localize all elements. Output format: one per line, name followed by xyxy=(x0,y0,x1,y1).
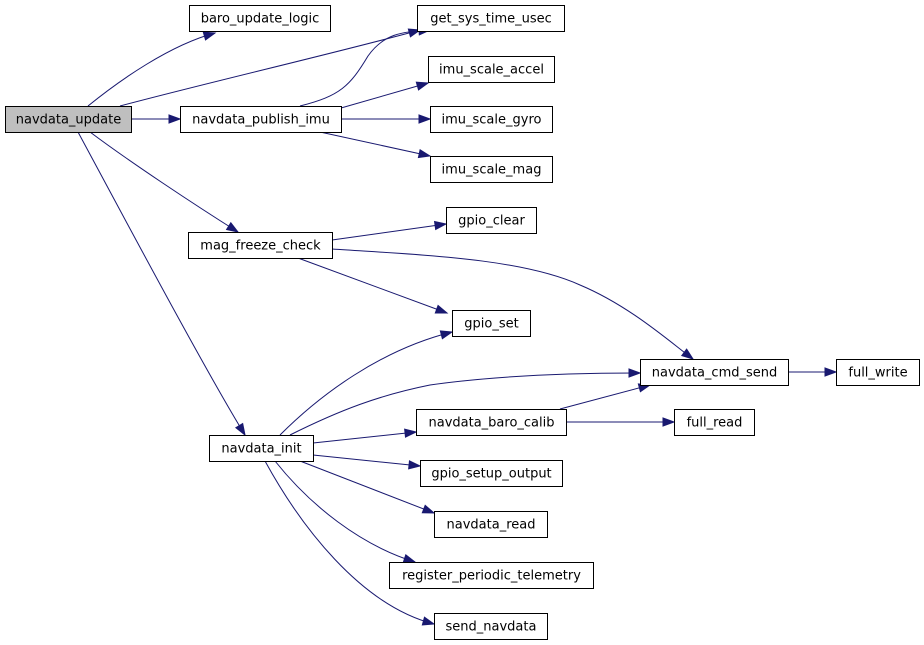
arrowhead-navdata_publish_imu-to-imu_scale_accel xyxy=(415,81,430,91)
arrowhead-navdata_update-to-mag_freeze_check xyxy=(225,221,240,233)
arrowhead-navdata_publish_imu-to-imu_scale_gyro xyxy=(418,114,432,124)
arrowhead-mag_freeze_check-to-gpio_clear xyxy=(433,220,448,231)
node-box xyxy=(434,511,548,538)
edge-navdata_baro_calib-to-navdata_cmd_send xyxy=(559,384,651,410)
arrowhead-navdata_update-to-navdata_publish_imu xyxy=(168,114,182,124)
node-full_read[interactable]: full_read xyxy=(674,409,755,436)
node-box xyxy=(420,460,563,487)
node-box xyxy=(189,5,331,32)
node-box xyxy=(434,613,548,640)
node-navdata_update[interactable]: navdata_update xyxy=(5,106,132,133)
node-box xyxy=(188,232,333,259)
arrowhead-navdata_init-to-gpio_setup_output xyxy=(408,460,422,470)
node-box xyxy=(452,310,531,337)
edge-navdata_update-to-baro_update_logic xyxy=(87,32,216,107)
node-label: gpio_clear xyxy=(458,214,525,229)
node-navdata_publish_imu[interactable]: navdata_publish_imu xyxy=(180,106,342,133)
node-label: mag_freeze_check xyxy=(200,239,321,254)
node-navdata_read[interactable]: navdata_read xyxy=(434,511,548,538)
node-imu_scale_gyro[interactable]: imu_scale_gyro xyxy=(430,106,553,133)
node-label: get_sys_time_usec xyxy=(430,12,552,27)
node-label: full_write xyxy=(848,366,907,381)
edge-mag_freeze_check-to-gpio_set xyxy=(297,257,448,314)
arrowhead-navdata_cmd_send-to-full_write xyxy=(824,367,838,377)
node-label: imu_scale_gyro xyxy=(442,113,542,128)
node-label: navdata_read xyxy=(447,518,536,533)
node-navdata_baro_calib[interactable]: navdata_baro_calib xyxy=(416,409,567,436)
node-box xyxy=(417,5,565,32)
arrowhead-navdata_baro_calib-to-full_read xyxy=(662,417,676,427)
arrowhead-mag_freeze_check-to-navdata_cmd_send xyxy=(680,348,695,360)
node-imu_scale_accel[interactable]: imu_scale_accel xyxy=(428,56,555,83)
node-box xyxy=(180,106,342,133)
edge-navdata_init-to-navdata_read xyxy=(299,460,435,514)
edge-navdata_publish_imu-to-imu_scale_accel xyxy=(340,82,429,109)
arrowhead-navdata_init-to-navdata_read xyxy=(421,504,436,514)
edge-mag_freeze_check-to-gpio_clear xyxy=(331,223,447,241)
arrowhead-navdata_init-to-navdata_baro_calib xyxy=(404,428,418,438)
node-box xyxy=(428,56,555,83)
node-box xyxy=(389,562,594,589)
node-box xyxy=(674,409,755,436)
node-label: baro_update_logic xyxy=(201,12,320,27)
node-gpio_setup_output[interactable]: gpio_setup_output xyxy=(420,460,563,487)
node-navdata_cmd_send[interactable]: navdata_cmd_send xyxy=(640,359,789,386)
node-box xyxy=(430,106,553,133)
node-full_write[interactable]: full_write xyxy=(836,359,920,386)
edge-navdata_update-to-mag_freeze_check xyxy=(89,131,239,233)
arrowhead-navdata_update-to-navdata_init xyxy=(234,422,246,437)
edge-navdata_publish_imu-to-get_sys_time_usec xyxy=(299,29,431,107)
node-label: navdata_publish_imu xyxy=(192,113,330,128)
node-mag_freeze_check[interactable]: mag_freeze_check xyxy=(188,232,333,259)
nodes-layer: navdata_update baro_update_logic get_sys_t… xyxy=(5,5,920,640)
node-label: gpio_set xyxy=(464,317,518,332)
arrowhead-navdata_publish_imu-to-imu_scale_mag xyxy=(417,148,432,159)
edge-navdata_init-to-gpio_setup_output xyxy=(312,454,421,467)
node-label: navdata_cmd_send xyxy=(652,366,778,381)
node-register_periodic_telemetry[interactable]: register_periodic_telemetry xyxy=(389,562,594,589)
arrowhead-navdata_update-to-baro_update_logic xyxy=(202,31,217,41)
edge-mag_freeze_check-to-navdata_cmd_send xyxy=(331,248,694,360)
node-label: imu_scale_accel xyxy=(439,63,544,78)
node-box xyxy=(640,359,789,386)
edge-navdata_init-to-navdata_cmd_send xyxy=(289,372,641,436)
node-gpio_set[interactable]: gpio_set xyxy=(452,310,531,337)
node-label: register_periodic_telemetry xyxy=(402,569,581,584)
node-label: gpio_setup_output xyxy=(431,467,551,482)
edge-navdata_init-to-gpio_set xyxy=(279,331,453,436)
node-box xyxy=(836,359,920,386)
node-send_navdata[interactable]: send_navdata xyxy=(434,613,548,640)
arrowhead-navdata_init-to-gpio_set xyxy=(439,330,454,340)
node-label: navdata_baro_calib xyxy=(428,416,554,431)
node-box xyxy=(5,106,132,133)
arrowhead-navdata_init-to-navdata_cmd_send xyxy=(628,368,642,378)
node-label: full_read xyxy=(687,416,743,431)
node-label: send_navdata xyxy=(446,620,537,635)
node-gpio_clear[interactable]: gpio_clear xyxy=(446,207,537,234)
node-box xyxy=(430,156,553,183)
edge-navdata_update-to-navdata_init xyxy=(77,131,246,436)
arrowhead-mag_freeze_check-to-gpio_set xyxy=(434,304,449,314)
edge-navdata_init-to-send_navdata xyxy=(264,460,435,625)
edge-navdata_init-to-register_periodic_telemetry xyxy=(274,460,416,563)
arrowhead-navdata_init-to-send_navdata xyxy=(421,616,436,626)
node-label: imu_scale_mag xyxy=(442,163,542,178)
node-label: navdata_update xyxy=(16,113,122,128)
node-box xyxy=(446,207,537,234)
edge-navdata_init-to-navdata_baro_calib xyxy=(312,431,417,444)
node-navdata_init[interactable]: navdata_init xyxy=(209,435,314,462)
node-box xyxy=(416,409,567,436)
edge-navdata_publish_imu-to-imu_scale_mag xyxy=(319,131,431,157)
node-imu_scale_mag[interactable]: imu_scale_mag xyxy=(430,156,553,183)
node-box xyxy=(209,435,314,462)
edge-navdata_update-to-get_sys_time_usec xyxy=(119,29,421,107)
node-get_sys_time_usec[interactable]: get_sys_time_usec xyxy=(417,5,565,32)
node-label: navdata_init xyxy=(221,442,301,457)
node-baro_update_logic[interactable]: baro_update_logic xyxy=(189,5,331,32)
arrowhead-navdata_init-to-register_periodic_telemetry xyxy=(402,553,417,563)
